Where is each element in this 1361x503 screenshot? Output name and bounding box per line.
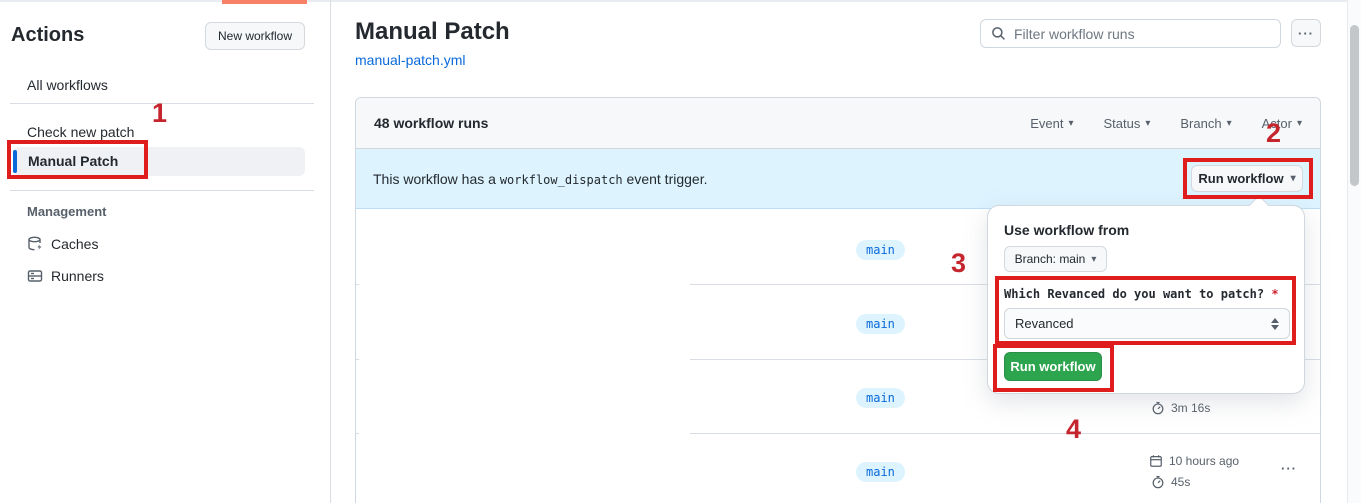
- selected-accent-bar: [13, 150, 17, 173]
- sidebar-item-runners-label: Runners: [51, 268, 104, 284]
- revanced-select-value: Revanced: [1015, 316, 1074, 331]
- workflow-dispatch-code: workflow_dispatch: [499, 172, 623, 187]
- search-icon: [991, 26, 1006, 41]
- chevron-down-icon: ▾: [1145, 117, 1151, 129]
- run-workflow-dropdown: Use workflow from Branch: main▾ Which Re…: [987, 195, 1305, 394]
- workflow-run-row[interactable]: [356, 284, 1320, 359]
- sidebar-title: Actions: [11, 24, 85, 46]
- runners-icon: [27, 268, 43, 284]
- run-row-kebab-icon[interactable]: ···: [1281, 461, 1297, 476]
- filter-event[interactable]: Event▾: [1030, 115, 1074, 131]
- input-label: Which Revanced do you want to patch? *: [1004, 287, 1279, 301]
- scrollbar-thumb[interactable]: [1350, 25, 1359, 186]
- chevron-down-icon: ▾: [1296, 117, 1302, 129]
- runs-count: 48 workflow runs: [374, 115, 489, 131]
- workflow-run-row[interactable]: [356, 433, 1320, 503]
- sidebar-item-manual-patch-label: Manual Patch: [28, 153, 119, 169]
- branch-badge[interactable]: main: [856, 388, 905, 408]
- run-workflow-submit-button[interactable]: Run workflow: [1004, 352, 1102, 381]
- branch-badge[interactable]: main: [856, 314, 905, 334]
- annotation-fragment-top: [222, 0, 307, 4]
- chevron-down-icon: ▾: [1068, 117, 1074, 129]
- workflow-run-row[interactable]: [356, 359, 1320, 433]
- branch-badge[interactable]: main: [856, 462, 905, 482]
- run-duration: 3m 16s: [1151, 401, 1210, 415]
- runs-panel-header: 48 workflow runs Event▾ Status▾ Branch▾ …: [356, 98, 1320, 149]
- cache-icon: [27, 236, 43, 252]
- select-stepper-icon: [1271, 317, 1279, 330]
- run-duration: 45s: [1151, 475, 1190, 489]
- sidebar-item-manual-patch[interactable]: [13, 147, 305, 176]
- revanced-select[interactable]: Revanced: [1004, 308, 1290, 339]
- page-title: Manual Patch: [355, 18, 510, 45]
- filter-branch[interactable]: Branch▾: [1180, 115, 1232, 131]
- run-date: 10 hours ago: [1149, 454, 1239, 468]
- banner-text: This workflow has a workflow_dispatch ev…: [373, 170, 708, 187]
- sidebar-item-all-workflows[interactable]: All workflows: [27, 77, 108, 93]
- sidebar-main-divider: [330, 0, 331, 503]
- redacted-area: [359, 210, 690, 503]
- dropdown-heading: Use workflow from: [1004, 222, 1130, 238]
- sidebar-item-runners[interactable]: Runners: [27, 268, 104, 284]
- stopwatch-icon: [1151, 475, 1165, 489]
- required-asterisk: *: [1271, 287, 1279, 301]
- chevron-down-icon: ▾: [1091, 253, 1097, 265]
- workflow-dispatch-banner: This workflow has a workflow_dispatch ev…: [356, 149, 1320, 209]
- sidebar-item-check-new-patch[interactable]: Check new patch: [27, 124, 135, 140]
- sidebar-item-caches-label: Caches: [51, 236, 99, 252]
- chevron-down-icon: ▾: [1290, 173, 1296, 184]
- new-workflow-button[interactable]: New workflow: [205, 22, 305, 50]
- filter-status[interactable]: Status▾: [1103, 115, 1151, 131]
- chevron-down-icon: ▾: [1226, 117, 1232, 129]
- kebab-icon: ···: [1298, 25, 1314, 41]
- calendar-icon: [1149, 454, 1163, 468]
- management-heading: Management: [27, 204, 107, 219]
- search-input[interactable]: [1014, 25, 1270, 42]
- run-workflow-dropdown-button[interactable]: Run workflow▾: [1191, 165, 1303, 192]
- top-divider: [0, 0, 1361, 2]
- workflow-file-link[interactable]: manual-patch.yml: [355, 52, 466, 68]
- run-filters: Event▾ Status▾ Branch▾ Actor▾: [1030, 116, 1302, 131]
- more-options-button[interactable]: ···: [1291, 19, 1321, 47]
- sidebar-divider: [10, 190, 314, 191]
- filter-runs-search[interactable]: [980, 19, 1281, 48]
- branch-select-button[interactable]: Branch: main▾: [1004, 246, 1107, 272]
- sidebar-divider: [10, 103, 314, 104]
- filter-actor[interactable]: Actor▾: [1261, 115, 1302, 131]
- branch-badge[interactable]: main: [856, 240, 905, 260]
- sidebar-item-caches[interactable]: Caches: [27, 236, 98, 252]
- stopwatch-icon: [1151, 401, 1165, 415]
